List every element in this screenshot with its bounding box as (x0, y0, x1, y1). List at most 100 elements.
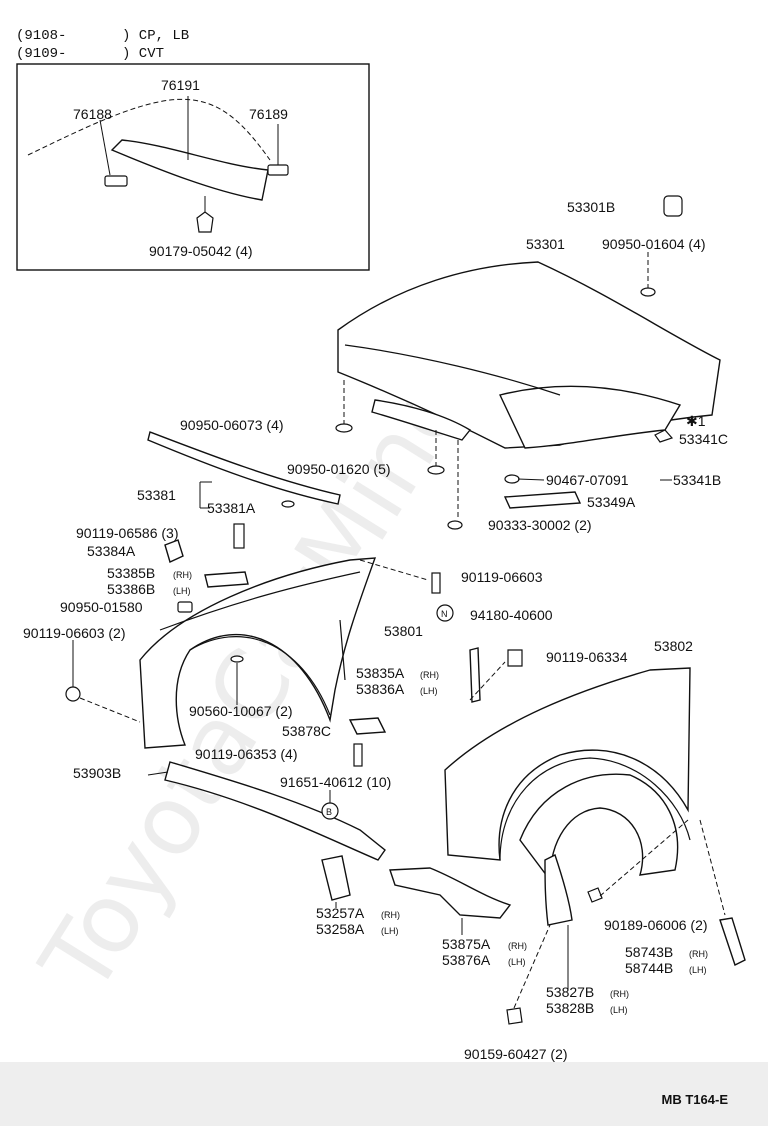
marker-n: N (441, 609, 448, 619)
fender-strip-58743B (719, 917, 746, 966)
label-90159-60427: 90159-60427 (2) (464, 1046, 568, 1062)
inset-clip-left (104, 175, 128, 187)
inset-clip-right (267, 164, 289, 176)
label-53384A: 53384A (87, 543, 136, 559)
inset-hood-edge (27, 98, 271, 161)
label-53836A: 53836A (356, 681, 405, 697)
label-53301: 53301 (526, 236, 565, 252)
hood-bulge-molding (110, 139, 269, 201)
label-76188: 76188 (73, 106, 112, 122)
fender-flange-lh (159, 571, 361, 631)
fender-liner-edge (339, 619, 346, 681)
label-53257A: 53257A (316, 905, 365, 921)
grommet-90950-01580 (177, 601, 193, 613)
header-code-1: (9108- (16, 28, 66, 44)
label-53827B-side: (RH) (610, 989, 629, 999)
clip-53878C (348, 717, 387, 735)
label-76191: 76191 (161, 77, 200, 93)
label-53836A-side: (LH) (420, 686, 438, 696)
leader (359, 559, 429, 581)
leader (513, 924, 551, 1009)
clip-90560 (230, 655, 244, 663)
hood-seal-strip (147, 431, 341, 505)
fender-rod-94180 (469, 647, 481, 703)
label-90189-06006: 90189-06006 (2) (604, 917, 708, 933)
label-53878C: 53878C (282, 723, 331, 739)
hood-underside-opening (499, 385, 682, 449)
bolt-90119-06586 (233, 523, 245, 549)
label-94180-40600: 94180-40600 (470, 607, 553, 623)
front-fender-rh (444, 667, 691, 861)
bolt-90119-06334 (507, 649, 523, 667)
label-53876A-side: (LH) (508, 957, 526, 967)
leader (517, 478, 545, 481)
label-53381A: 53381A (207, 500, 256, 516)
label-90119-06353: 90119-06353 (4) (195, 746, 297, 762)
label-53801: 53801 (384, 623, 423, 639)
hood-stopper-cushion (663, 195, 683, 217)
hood-grommet-06073 (335, 423, 353, 433)
label-star-1: ✱1 (686, 413, 706, 429)
hood-front-edge (371, 399, 472, 441)
clip-53384A (164, 539, 184, 563)
bracket-53385B (204, 571, 249, 588)
label-90333-30002: 90333-30002 (2) (488, 517, 592, 533)
label-53386B: 53386B (107, 581, 155, 597)
header-note-2: ) CVT (122, 46, 164, 62)
leader (599, 819, 689, 897)
hood-clip-53341C (654, 429, 674, 443)
label-53828B: 53828B (546, 1000, 594, 1016)
inset-frame (16, 63, 370, 271)
radiator-support-53903B (164, 761, 386, 861)
label-90467-07091: 90467-07091 (546, 472, 629, 488)
label-53802: 53802 (654, 638, 693, 654)
label-90560-10067: 90560-10067 (2) (189, 703, 293, 719)
label-90950-01604: 90950-01604 (4) (602, 236, 706, 252)
label-90119-06603-2: 90119-06603 (2) (23, 625, 125, 641)
hood-grommet-90333 (447, 520, 463, 530)
label-53385B-side: (RH) (173, 570, 192, 580)
header-code-2: (9109- (16, 46, 66, 62)
label-53875A-side: (RH) (508, 941, 527, 951)
label-53385B: 53385B (107, 565, 155, 581)
label-53835A-side: (RH) (420, 670, 439, 680)
label-90119-06603: 90119-06603 (461, 569, 543, 585)
label-53876A: 53876A (442, 952, 491, 968)
label-53828B-side: (LH) (610, 1005, 628, 1015)
leader (199, 481, 212, 509)
label-90950-06073: 90950-06073 (4) (180, 417, 284, 433)
new-part-marker (436, 604, 454, 622)
screw-90159-60427 (506, 1007, 523, 1025)
label-90119-06334: 90119-06334 (546, 649, 628, 665)
label-90950-01580: 90950-01580 (60, 599, 143, 615)
leader (469, 661, 506, 701)
header-note-1: ) CP, LB (122, 28, 189, 44)
bolt-marker-b (321, 802, 339, 820)
label-53258A-side: (LH) (381, 926, 399, 936)
label-53827B: 53827B (546, 984, 594, 1000)
label-53903B: 53903B (73, 765, 121, 781)
label-53349A: 53349A (587, 494, 636, 510)
label-53381: 53381 (137, 487, 176, 503)
diagram-code: MB T164-E (661, 1092, 728, 1107)
label-58744B-side: (LH) (689, 965, 707, 975)
label-53257A-side: (RH) (381, 910, 400, 920)
label-53341C: 53341C (679, 431, 728, 447)
clip-90189-06006 (587, 887, 603, 903)
leader (99, 119, 111, 176)
bolt-90119-06603-lh (65, 686, 81, 702)
front-fender-lh (139, 557, 377, 749)
marker-b: B (326, 807, 332, 817)
inset-clip-fastener (196, 211, 214, 233)
label-53835A: 53835A (356, 665, 405, 681)
label-58743B: 58743B (625, 944, 673, 960)
label-76189: 76189 (249, 106, 288, 122)
hood-grommet-90467 (504, 474, 520, 484)
seal-clip (281, 500, 295, 508)
hood-crease (344, 344, 561, 396)
fender-wheel-arch-lh (189, 636, 331, 716)
label-58744B: 58744B (625, 960, 673, 976)
label-90119-06586: 90119-06586 (3) (76, 525, 178, 541)
label-91651-40612: 91651-40612 (10) (280, 774, 391, 790)
leader (699, 819, 726, 916)
